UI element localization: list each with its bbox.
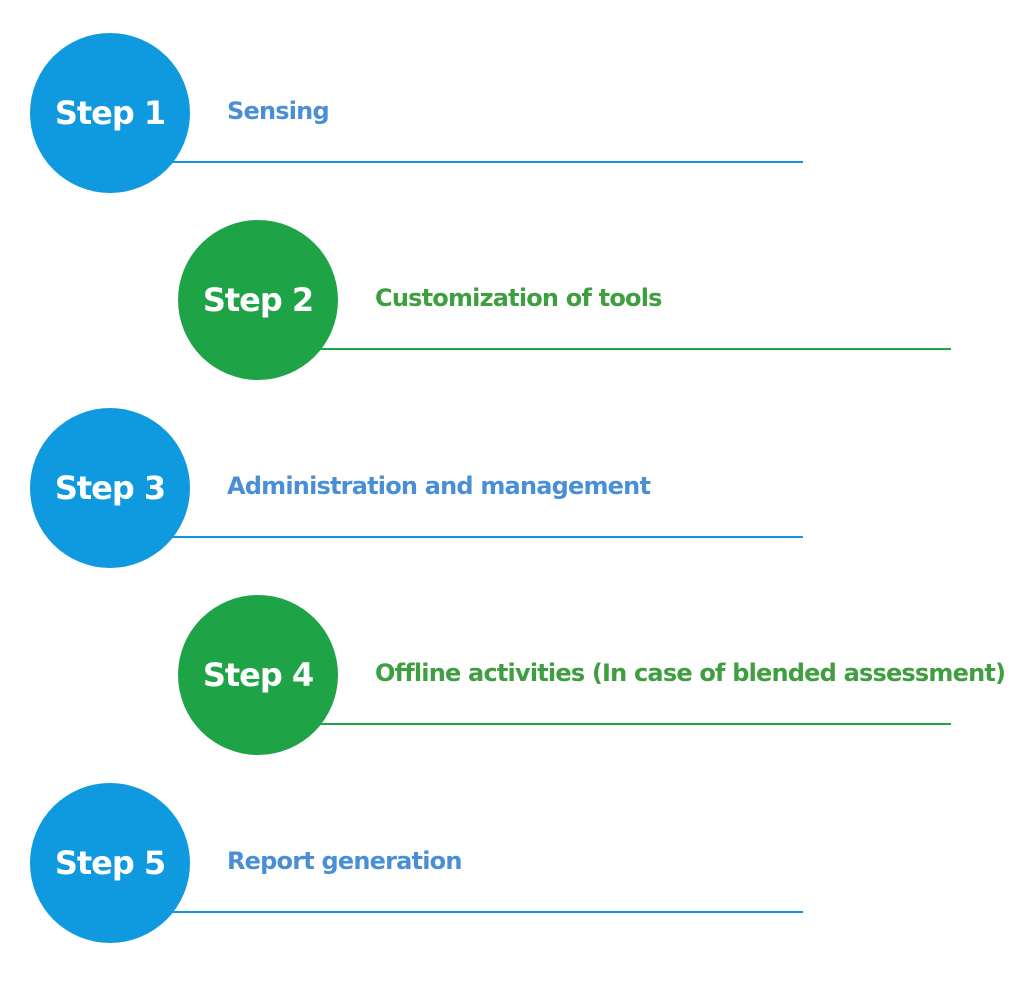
- step-4-badge: Step 4: [202, 656, 314, 694]
- step-4-underline: [270, 723, 951, 725]
- step-1: Step 1 Sensing: [0, 33, 1024, 203]
- step-4-label: Offline activities (In case of blended a…: [375, 659, 1006, 687]
- step-5-label: Report generation: [227, 847, 462, 875]
- step-1-label: Sensing: [227, 97, 330, 125]
- step-5-badge: Step 5: [54, 844, 166, 882]
- step-5-underline: [120, 911, 803, 913]
- step-1-badge: Step 1: [54, 94, 166, 132]
- step-4: Step 4 Offline activities (In case of bl…: [0, 595, 1024, 765]
- step-2-badge: Step 2: [202, 281, 314, 319]
- step-2-circle: Step 2: [178, 220, 338, 380]
- step-2-label: Customization of tools: [375, 284, 662, 312]
- step-3-label: Administration and management: [227, 472, 651, 500]
- step-5: Step 5 Report generation: [0, 783, 1024, 953]
- step-3-circle: Step 3: [30, 408, 190, 568]
- step-2-underline: [270, 348, 951, 350]
- step-3-underline: [120, 536, 803, 538]
- step-3: Step 3 Administration and management: [0, 408, 1024, 578]
- step-1-circle: Step 1: [30, 33, 190, 193]
- step-4-circle: Step 4: [178, 595, 338, 755]
- step-3-badge: Step 3: [54, 469, 166, 507]
- step-5-circle: Step 5: [30, 783, 190, 943]
- step-2: Step 2 Customization of tools: [0, 220, 1024, 390]
- step-1-underline: [120, 161, 803, 163]
